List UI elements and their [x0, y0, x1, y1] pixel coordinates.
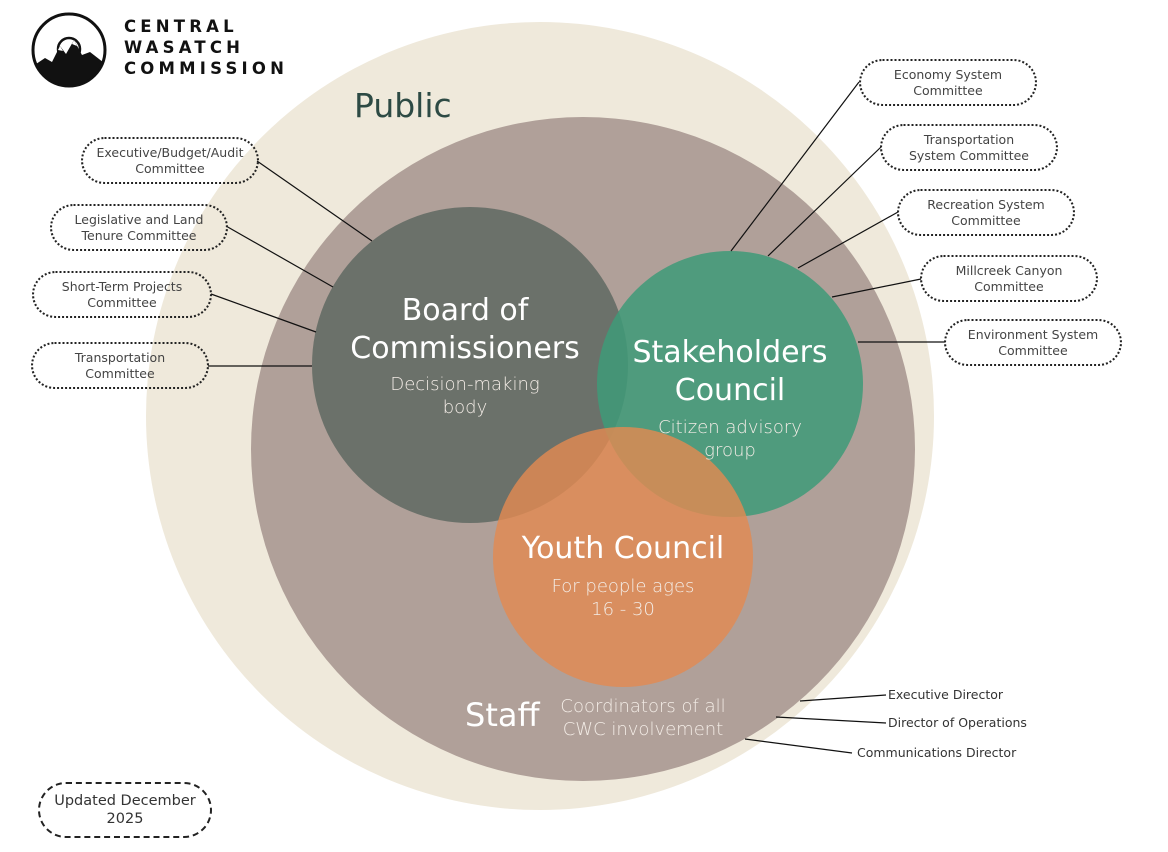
logo-wordmark: CENTRAL WASATCH COMMISSION [124, 16, 288, 79]
youth-title: Youth Council [521, 531, 725, 566]
stakeholders-subtitle: Citizen advisory group [658, 417, 802, 461]
committee-economy-system[interactable]: Economy System Committee [859, 59, 1037, 106]
logo-line-1: CENTRAL [124, 17, 238, 36]
staff-subtitle: Coordinators of all CWC involvement [560, 696, 726, 740]
committee-millcreek-canyon[interactable]: Millcreek Canyon Committee [920, 255, 1098, 302]
role-executive-director: Executive Director [888, 687, 1004, 702]
staff-connectors [744, 694, 887, 754]
stakeholders-title: Stakeholders Council [632, 335, 828, 408]
board-connectors [208, 160, 373, 367]
committee-transportation-system[interactable]: Transportation System Committee [880, 124, 1058, 171]
role-director-of-operations: Director of Operations [888, 715, 1027, 730]
board-circle [312, 207, 628, 523]
logo-line-3: COMMISSION [124, 59, 289, 78]
youth-subtitle: For people ages 16 - 30 [551, 576, 695, 620]
board-subtitle: Decision-making body [390, 374, 540, 418]
logo-line-2: WASATCH [124, 38, 245, 57]
committee-executive-budget-audit[interactable]: Executive/Budget/Audit Committee [81, 137, 259, 184]
committee-environment-system[interactable]: Environment System Committee [944, 319, 1122, 366]
mountain-circle-icon [31, 12, 107, 88]
committee-legislative-land-tenure[interactable]: Legislative and Land Tenure Committee [50, 204, 228, 251]
public-label: Public [354, 86, 452, 125]
committee-recreation-system[interactable]: Recreation System Committee [897, 189, 1075, 236]
board-title: Board of Commissioners [350, 293, 580, 366]
youth-circle [493, 427, 753, 687]
staff-title: Staff [465, 696, 540, 734]
committee-short-term-projects[interactable]: Short-Term Projects Committee [32, 271, 212, 318]
role-communications-director: Communications Director [857, 745, 1017, 760]
updated-badge: Updated December 2025 [38, 782, 212, 838]
stakeholder-connectors [730, 81, 945, 343]
committee-transportation[interactable]: Transportation Committee [31, 342, 209, 389]
